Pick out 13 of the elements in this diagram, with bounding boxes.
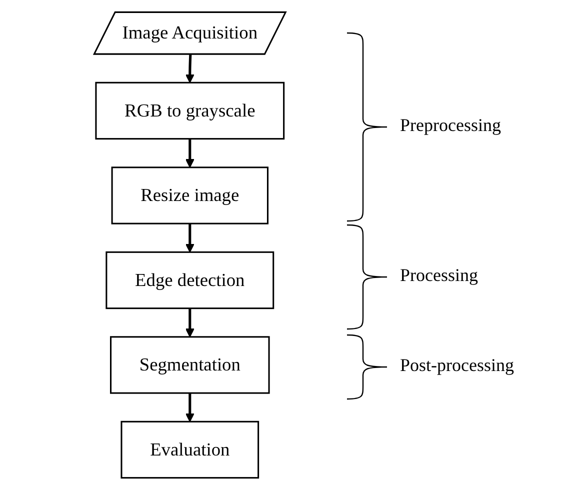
stage-label: Post-processing [400,355,514,376]
node-box: Resize image [111,166,269,224]
arrow [186,54,194,84]
node-box: Evaluation [120,420,260,479]
arrow [186,138,194,168]
arrow [186,393,194,422]
arrow [186,308,194,338]
node-box: RGB to grayscale [95,82,285,140]
stage-label: Processing [400,265,478,286]
node-box: Edge detection [106,251,274,310]
stage-label: Preprocessing [400,115,501,136]
node-box: Segmentation [110,336,270,394]
arrow [186,224,194,253]
